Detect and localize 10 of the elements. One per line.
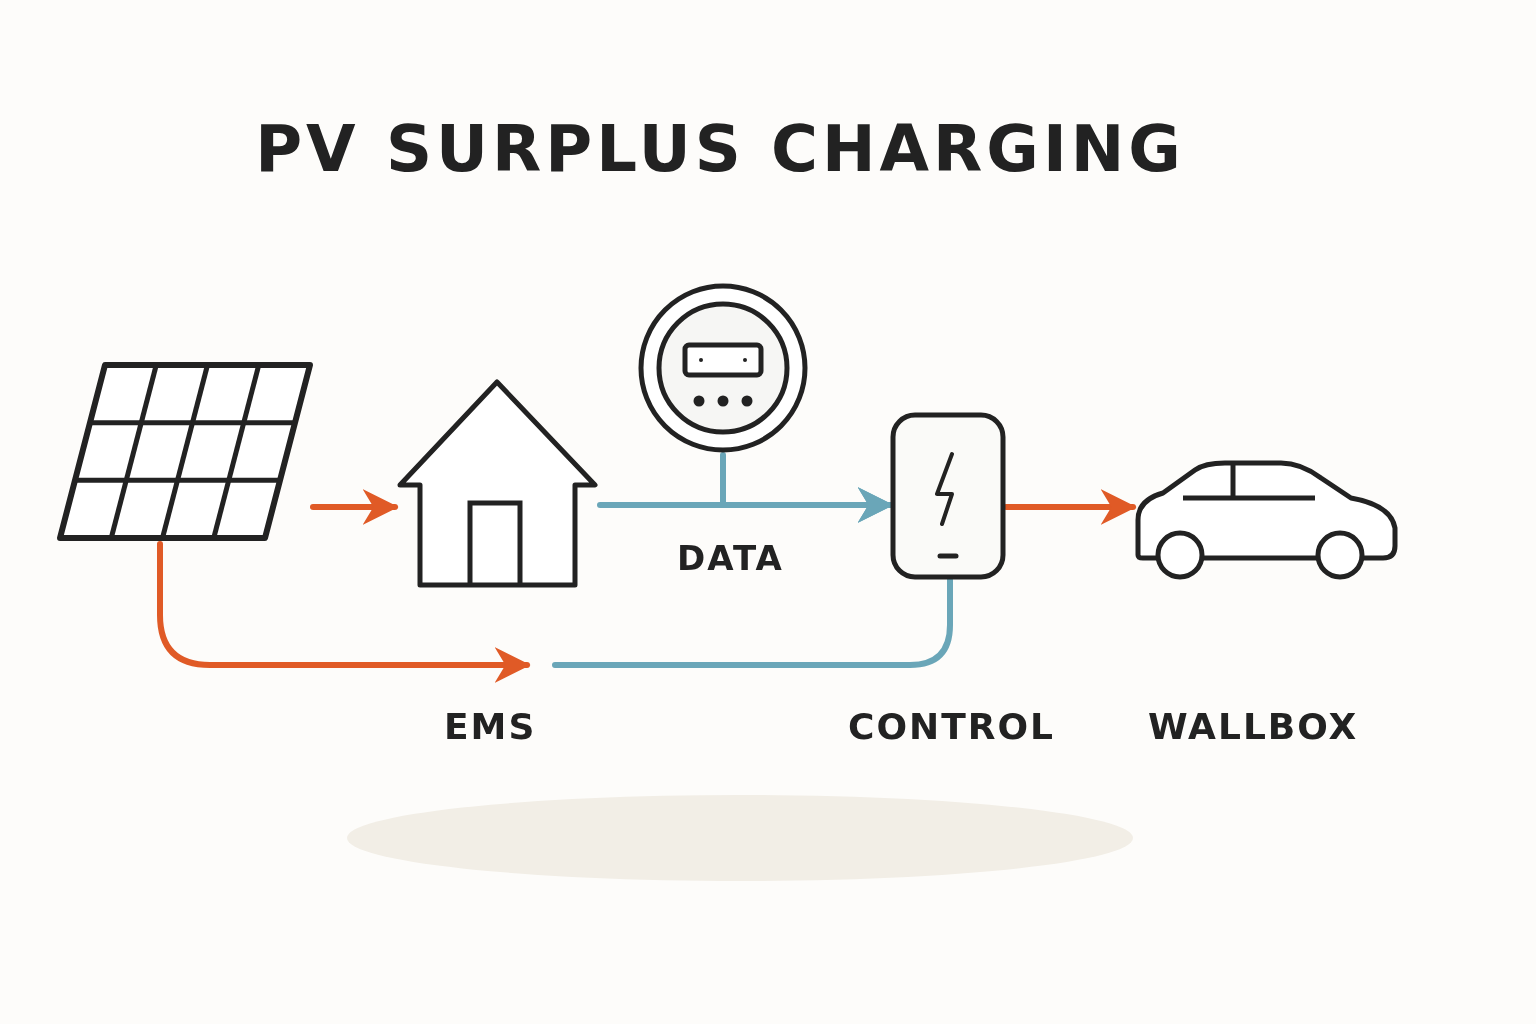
connector-line	[552, 577, 953, 668]
caption-label: EMS	[444, 706, 537, 747]
arrow	[310, 489, 399, 525]
title: PV SURPLUS CHARGING	[254, 112, 1186, 186]
caption-label: CONTROL	[848, 706, 1055, 747]
arrow	[1003, 489, 1137, 525]
arrow	[720, 452, 894, 523]
caption-label: WALLBOX	[1148, 706, 1359, 747]
arrow	[157, 541, 531, 683]
edge-label: DATA	[677, 538, 784, 578]
